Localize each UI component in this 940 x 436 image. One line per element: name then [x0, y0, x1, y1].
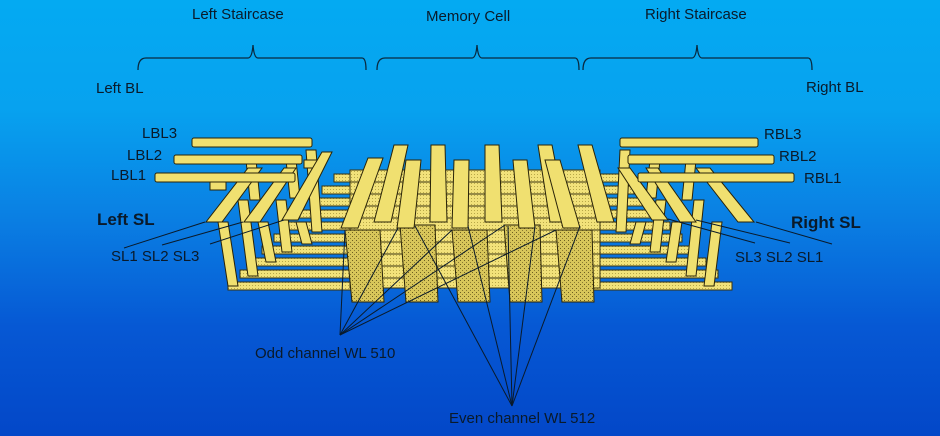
label-lbl2: LBL2	[127, 147, 163, 164]
label-right-sl-numbers: SL3 SL2 SL1	[735, 249, 824, 266]
label-even-channel-wl: Even channel WL 512	[449, 410, 596, 427]
label-odd-channel-wl: Odd channel WL 510	[255, 345, 396, 362]
label-left-sl: Left SL	[97, 210, 155, 229]
label-right-bl: Right BL	[806, 79, 864, 96]
left-bitline-bars	[154, 137, 313, 183]
brace-left-staircase	[137, 44, 367, 71]
label-lbl3: LBL3	[142, 125, 178, 142]
leader-lines	[123, 218, 833, 407]
brace-right-staircase	[582, 44, 813, 71]
left-staircase-steps	[227, 173, 359, 291]
wordline-top-bars	[340, 144, 615, 229]
label-left-staircase: Left Staircase	[192, 6, 284, 23]
label-right-sl: Right SL	[791, 213, 861, 232]
label-rbl1: RBL1	[804, 170, 842, 187]
brace-memory-cell	[376, 44, 580, 71]
right-bitline-bars	[619, 137, 795, 183]
label-memory-cell: Memory Cell	[426, 8, 511, 25]
label-rbl3: RBL3	[764, 126, 802, 143]
label-lbl1: LBL1	[111, 167, 147, 184]
label-left-sl-numbers: SL1 SL2 SL3	[111, 248, 200, 265]
wordline-channels	[344, 224, 595, 303]
label-right-staircase: Right Staircase	[645, 6, 747, 23]
label-rbl2: RBL2	[779, 148, 817, 165]
label-left-bl: Left BL	[96, 80, 144, 97]
